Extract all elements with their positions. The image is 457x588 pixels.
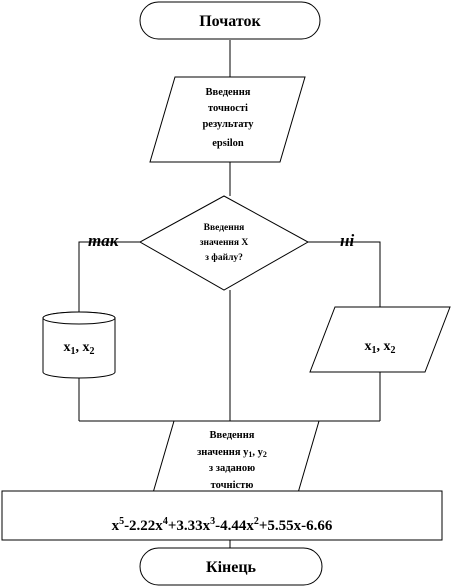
formula-term: x xyxy=(112,518,120,534)
formula-exponent: 4 xyxy=(163,516,168,527)
start-terminal: Початок xyxy=(139,1,321,40)
manual-input-vars: x1, x2 xyxy=(365,339,396,356)
decision-block: Введення значення X з файлу? xyxy=(138,195,310,291)
output-line-4: точністю xyxy=(211,480,254,491)
manual-input-block: x1, x2 xyxy=(309,306,451,373)
file-data-vars: x1, x2 xyxy=(64,340,95,357)
file-data-block: x1, x2 xyxy=(42,311,116,379)
decision-line-1: Введення xyxy=(204,223,245,233)
formula-exponent: 5 xyxy=(119,516,124,527)
no-label: ні xyxy=(340,231,354,250)
input-precision-line-4: epsilon xyxy=(212,138,244,149)
end-label: Кінець xyxy=(206,559,257,576)
connector-yes-branch xyxy=(78,241,140,312)
yes-label: так xyxy=(88,231,119,250)
output-line-1: Введення xyxy=(210,430,255,441)
formula-term: -4.44x xyxy=(215,518,254,534)
formula-term: -2.22x xyxy=(124,518,163,534)
decision-line-2: значення X xyxy=(200,238,249,248)
output-line-3: з заданою xyxy=(209,463,255,474)
input-precision-line-3: результату xyxy=(202,119,254,130)
decision-line-3: з файлу? xyxy=(205,252,243,263)
output-line-2: значення y1, y2 xyxy=(197,447,267,459)
connector-no-branch xyxy=(308,241,381,307)
end-terminal: Кінець xyxy=(139,547,323,586)
formula-text: x5-2.22x4+3.33x3-4.44x2+5.55x-6.66 xyxy=(112,516,333,534)
input-precision-line-1: Введення xyxy=(206,87,251,98)
input-precision-block: Введення точності результату epsilon xyxy=(149,76,306,163)
formula-block: x5-2.22x4+3.33x3-4.44x2+5.55x-6.66 xyxy=(1,490,443,541)
input-precision-line-2: точності xyxy=(208,103,248,114)
formula-exponent: 3 xyxy=(210,516,215,527)
start-label: Початок xyxy=(199,13,261,30)
formula-term: +5.55x-6.66 xyxy=(259,518,333,534)
formula-term: +3.33x xyxy=(168,518,211,534)
formula-exponent: 2 xyxy=(254,516,259,527)
